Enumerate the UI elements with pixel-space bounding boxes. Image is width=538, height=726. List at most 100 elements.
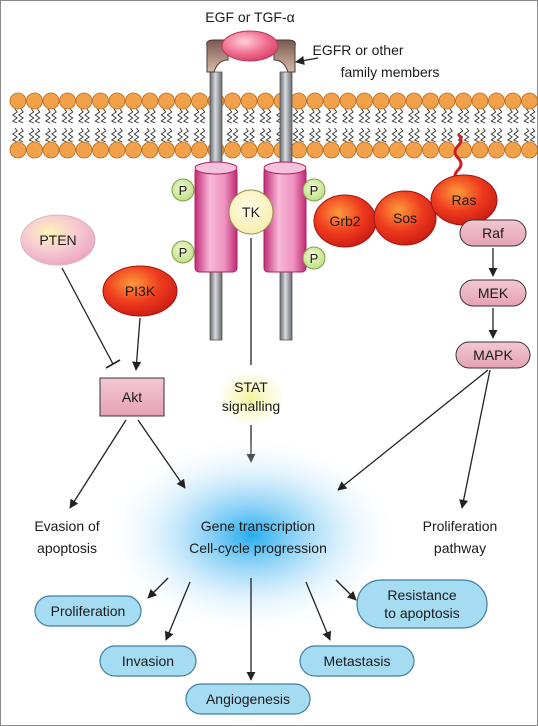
lipid-tail (496, 108, 503, 124)
lipid-tail (176, 108, 183, 124)
lipid-head (9, 141, 27, 159)
lipid-tail (358, 108, 365, 124)
lipid-tail (374, 127, 381, 143)
lipid-head (240, 92, 258, 110)
phospho-label: P (310, 251, 319, 266)
lipid-head (158, 92, 175, 110)
inhibit-pten-akt (61, 267, 114, 365)
lipid-tail (430, 108, 437, 124)
ras-membrane-anchor (453, 132, 463, 184)
lipid-tail (61, 127, 68, 143)
lipid-head (504, 141, 522, 159)
lipid-tail (341, 127, 348, 143)
stat-label-line2: signalling (222, 398, 280, 414)
lipid-tail (490, 127, 497, 143)
lipid-head (191, 141, 208, 159)
raf-node (459, 219, 527, 247)
lipid-head (504, 92, 522, 110)
lipid-tail (391, 108, 398, 124)
lipid-tail (364, 108, 371, 124)
lipid-tail (265, 127, 272, 143)
lipid-head (405, 92, 423, 110)
pi3k-node (102, 265, 178, 317)
lipid-tail (199, 127, 206, 143)
lipid-tail (242, 108, 249, 124)
lipid-head (455, 92, 472, 110)
stat-glow (217, 370, 285, 426)
phospho-label: P (179, 183, 188, 198)
outcome-proliferation-label: Proliferation (51, 603, 126, 619)
lipid-head (372, 141, 390, 159)
lipid-tail (149, 108, 156, 124)
lipid-tail (463, 127, 470, 143)
lipid-tail (100, 127, 107, 143)
arrow-mapk-proliferation (459, 369, 491, 509)
arrow-gene-invasion (164, 581, 191, 641)
lipid-head (26, 92, 43, 110)
lipid-tail (506, 108, 513, 124)
arrow-pi3k-akt (132, 317, 142, 371)
lipid-tail (199, 108, 206, 124)
lipid-tail (232, 127, 239, 143)
lipid-head (488, 92, 505, 110)
stat-label-line1: STAT (234, 379, 268, 395)
lipid-head (290, 141, 307, 159)
lipid-tail (11, 127, 18, 143)
lipid-head (191, 92, 208, 110)
lipid-tail (479, 108, 486, 124)
lipid-head (488, 141, 505, 159)
lipid-head (339, 141, 357, 159)
lipid-head (59, 141, 76, 159)
lipid-head (158, 141, 175, 159)
lipid-tail (358, 127, 365, 143)
outcome-invasion (99, 645, 197, 677)
lipid-tail (446, 127, 453, 143)
lipid-tail (473, 127, 480, 143)
lipid-tail (193, 108, 200, 124)
lipid-tail (265, 108, 272, 124)
lipid-head (240, 141, 258, 159)
lipid-tail (133, 127, 140, 143)
lipid-head (75, 141, 93, 159)
lipid-tail (529, 127, 536, 143)
mapk-label: MAPK (473, 347, 513, 363)
lipid-tail (110, 108, 117, 124)
lipid-tail (391, 127, 398, 143)
arrow-mapk-gene (337, 369, 489, 491)
lipid-head (108, 141, 126, 159)
lipid-tail (512, 108, 519, 124)
lipid-tail (347, 108, 354, 124)
lipid-tail (77, 108, 84, 124)
arrow-akt-gene (137, 419, 186, 489)
receptor-label-pointer (295, 56, 319, 66)
lipid-tail (193, 127, 200, 143)
lipid-head (92, 141, 109, 159)
lipid-tail (364, 127, 371, 143)
lipid-tail (127, 108, 134, 124)
lipid-tail (226, 127, 233, 143)
outcome-angiogenesis (185, 683, 311, 715)
lipid-tail (17, 108, 24, 124)
lipid-tail (133, 108, 140, 124)
sos-node (373, 190, 437, 246)
ligand-label: EGF or TGF-α (205, 9, 295, 25)
evasion-label-line1: Evasion of (34, 518, 99, 534)
nucleus-glow (101, 435, 401, 635)
phospho-bottom-left (171, 240, 195, 264)
lipid-head (356, 92, 373, 110)
lipid-tail (34, 108, 41, 124)
lipid-head (75, 92, 93, 110)
lipid-head (339, 92, 357, 110)
cell-cycle-label: Cell-cycle progression (189, 540, 327, 556)
arrow-gene-resistance (335, 579, 357, 601)
lipid-tail (430, 127, 437, 143)
lipid-tail (397, 108, 404, 124)
lipid-tail (182, 108, 189, 124)
lipid-head (521, 141, 538, 159)
lipid-head (405, 141, 423, 159)
lipid-tail (463, 108, 470, 124)
lipid-tail (512, 127, 519, 143)
outcome-proliferation (34, 595, 142, 627)
outcome-angiogenesis-label: Angiogenesis (206, 691, 290, 707)
